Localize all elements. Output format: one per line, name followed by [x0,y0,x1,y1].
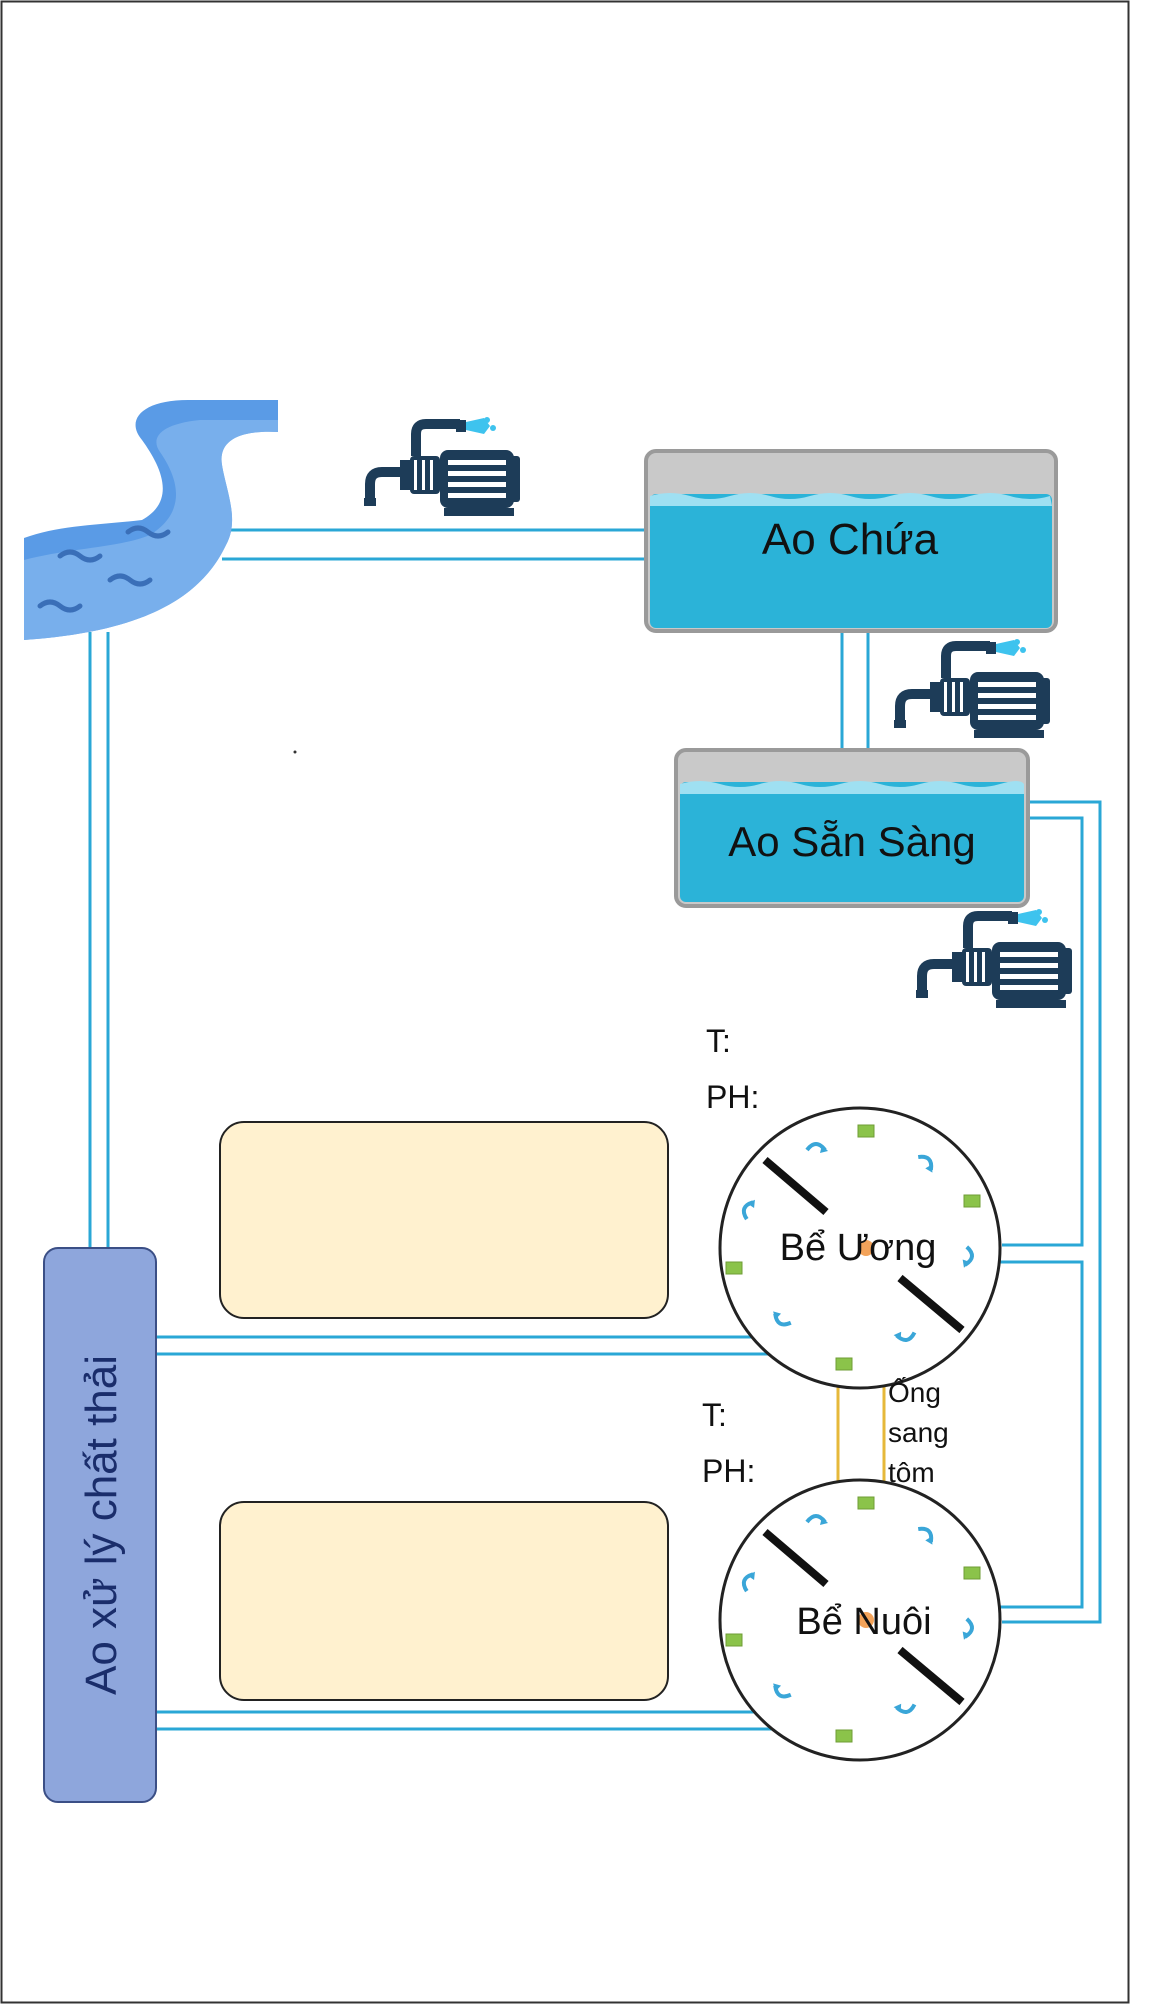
nursery-tank: T: PH: Bể Ương [706,1023,1002,1390]
transfer-pipe-label: Ống sang tôm [888,1376,949,1488]
transfer-label-line3: tôm [888,1457,935,1488]
pipes [88,528,1102,1731]
growout-info-box [219,1501,669,1701]
growout-tank: T: PH: Bể Nuôi [702,1397,1002,1762]
nursery-info-box [219,1121,669,1319]
growout-temperature-label: T: [702,1397,727,1433]
ready-pond-label: Ao Sẵn Sàng [728,818,976,865]
nursery-ph-label: PH: [706,1079,759,1115]
nursery-tank-label: Bể Ương [780,1227,937,1269]
ready-pond: Ao Sẵn Sàng [674,748,1030,908]
growout-tank-label: Bể Nuôi [796,1601,931,1643]
transfer-label-line2: sang [888,1417,949,1448]
reservoir-pond: Ao Chứa [644,449,1058,633]
transfer-pipe [836,1370,886,1492]
transfer-label-line1: Ống [888,1376,941,1408]
waste-pond: Ao xử lý chất thải [43,1247,157,1803]
river-icon [24,400,278,640]
growout-ph-label: PH: [702,1453,755,1489]
reservoir-pond-label: Ao Chứa [762,515,939,564]
stray-dot [293,750,297,754]
nursery-temperature-label: T: [706,1023,731,1059]
waste-pond-label: Ao xử lý chất thải [77,1355,126,1695]
